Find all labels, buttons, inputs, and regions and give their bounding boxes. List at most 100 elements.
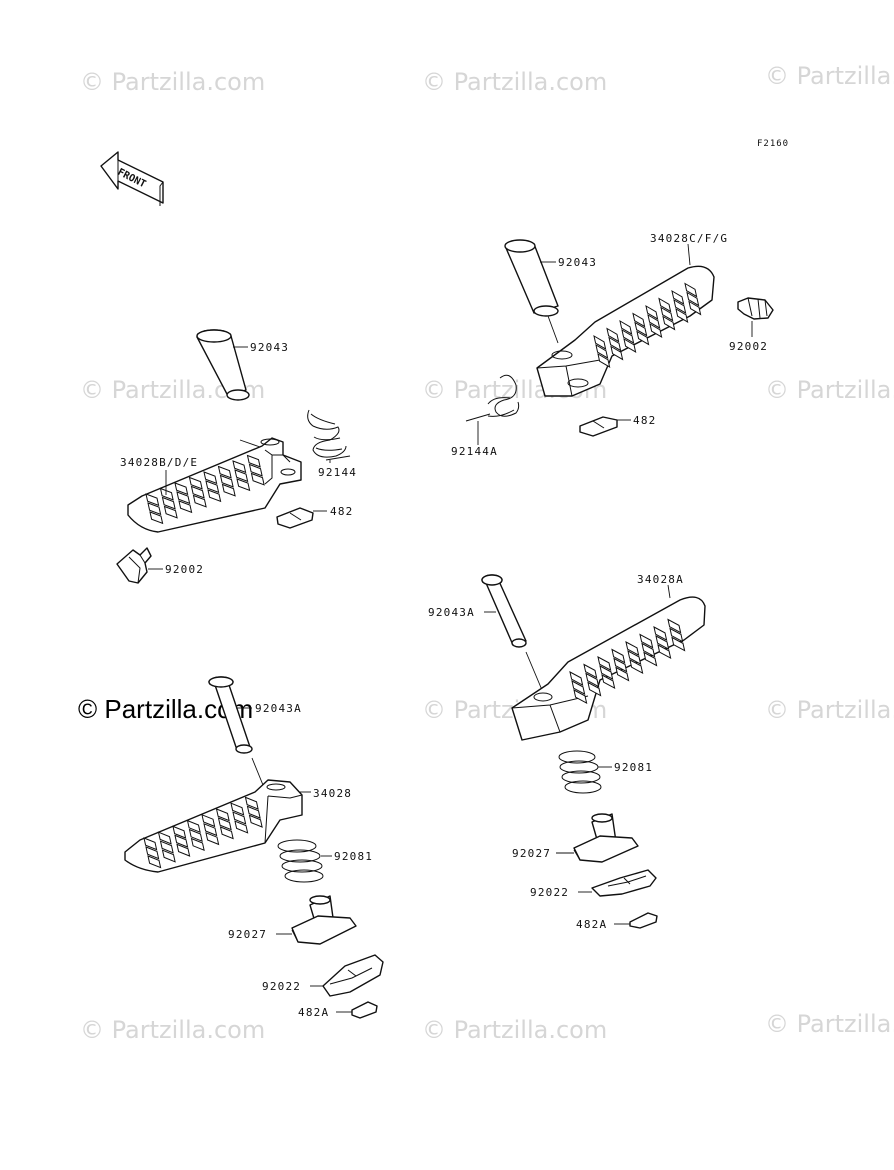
grip-block (585, 672, 600, 688)
spring-92144 (307, 409, 351, 461)
holder-92027-lower-left (291, 895, 357, 945)
grip-block (684, 282, 698, 298)
watermark: © Partzilla.com (422, 68, 607, 96)
grip-block (149, 511, 164, 525)
grip-block (601, 674, 616, 690)
watermarks: © Partzilla.com © Partzilla.com © Partzi… (80, 62, 894, 1044)
grip-block (215, 808, 230, 822)
grip-block (232, 460, 247, 474)
front-arrow-icon: FRONT (100, 151, 164, 206)
watermark: © Partzilla.com (422, 1016, 607, 1044)
footpeg-34028 (124, 779, 303, 873)
grip-block (675, 307, 689, 323)
holder-92027-lower-right (573, 813, 639, 863)
spring-92081-lower-left (277, 839, 324, 883)
part-label[interactable]: 92144A (451, 445, 498, 458)
pin-92043a-lower-right (481, 574, 527, 648)
grip-block (671, 289, 685, 305)
grip-block (639, 633, 654, 649)
grip-block (660, 306, 674, 322)
grip-block (593, 334, 607, 350)
grip-block (205, 480, 220, 494)
grip-block (653, 626, 668, 642)
grip-block (595, 343, 609, 359)
part-label[interactable]: 34028A (637, 573, 684, 586)
spring-92144a (465, 374, 520, 422)
part-label[interactable]: 92043A (255, 702, 302, 715)
grip-block (597, 656, 612, 672)
grip-block (234, 820, 249, 834)
grip-block (232, 811, 247, 825)
grip-block (627, 650, 642, 666)
grip-block (625, 641, 640, 657)
pin-92043a-lower-left (208, 676, 253, 754)
part-label[interactable]: 482A (576, 918, 607, 931)
watermark: © Partzilla.com (80, 68, 265, 96)
upper-left-assembly: 92043 34028B/D/E 92144 482 92002 (116, 329, 357, 584)
grip-block (246, 805, 261, 819)
footpeg-34028bde (127, 437, 302, 533)
grip-block (205, 831, 220, 846)
grip-block (621, 328, 635, 344)
watermark: © Partzilla.com (765, 696, 894, 724)
grip-block (246, 454, 261, 468)
grip-block (619, 319, 633, 335)
part-label[interactable]: 92027 (512, 847, 551, 860)
grip-block (571, 680, 586, 696)
part-label[interactable]: 482 (633, 414, 656, 427)
grip-block (573, 689, 588, 705)
grip-block (629, 659, 644, 675)
part-label[interactable]: 34028B/D/E (120, 456, 198, 469)
grip-block (597, 352, 611, 368)
part-label[interactable]: 482 (330, 505, 353, 518)
grip-block (147, 855, 162, 869)
grip-block (611, 648, 626, 664)
spring-92081-lower-right (558, 750, 602, 794)
part-label[interactable]: 92043 (558, 256, 597, 269)
plate-92022-lower-left (322, 954, 384, 997)
grip-block (599, 665, 614, 681)
grip-block (669, 627, 684, 643)
part-label[interactable]: 34028 (313, 787, 352, 800)
grip-block (188, 828, 203, 843)
rubber-92002-left (116, 547, 152, 584)
clip-482a-lower-left (351, 1001, 378, 1019)
diagram-code: F2160 (757, 139, 789, 149)
grip-block (192, 494, 207, 508)
footpeg-34028cfg (536, 265, 715, 397)
part-label[interactable]: 92081 (334, 850, 373, 863)
grip-block (250, 472, 265, 486)
part-label[interactable]: 92043 (250, 341, 289, 354)
part-label[interactable]: 92002 (165, 563, 204, 576)
clip-482a-lower-right (629, 912, 658, 929)
grip-block (207, 489, 222, 503)
part-label[interactable]: 92081 (614, 761, 653, 774)
grip-block (157, 831, 172, 845)
grip-block (203, 822, 218, 837)
grip-block (174, 482, 189, 496)
grip-block (219, 474, 234, 488)
grip-block (143, 837, 158, 851)
grip-block (190, 485, 205, 499)
part-label[interactable]: 92027 (228, 928, 267, 941)
part-label[interactable]: 34028C/F/G (650, 232, 728, 245)
clip-482-upper (276, 507, 314, 529)
grip-block (234, 469, 249, 483)
grip-block (658, 297, 672, 313)
grip-block (145, 493, 160, 507)
grip-block (147, 502, 162, 516)
part-label[interactable]: 482A (298, 1006, 329, 1019)
footpeg-34028a (511, 596, 706, 741)
part-label[interactable]: 92022 (530, 886, 569, 899)
grip-block (217, 817, 232, 831)
part-label[interactable]: 92022 (262, 980, 301, 993)
part-label[interactable]: 92144 (318, 466, 357, 479)
part-label[interactable]: 92043A (428, 606, 475, 619)
grip-block (163, 505, 178, 519)
grip-block (645, 304, 659, 320)
grip-block (186, 819, 201, 834)
part-label[interactable]: 92002 (729, 340, 768, 353)
grip-block (673, 298, 687, 314)
grip-block (667, 618, 682, 634)
footpeg-grip (143, 796, 263, 869)
